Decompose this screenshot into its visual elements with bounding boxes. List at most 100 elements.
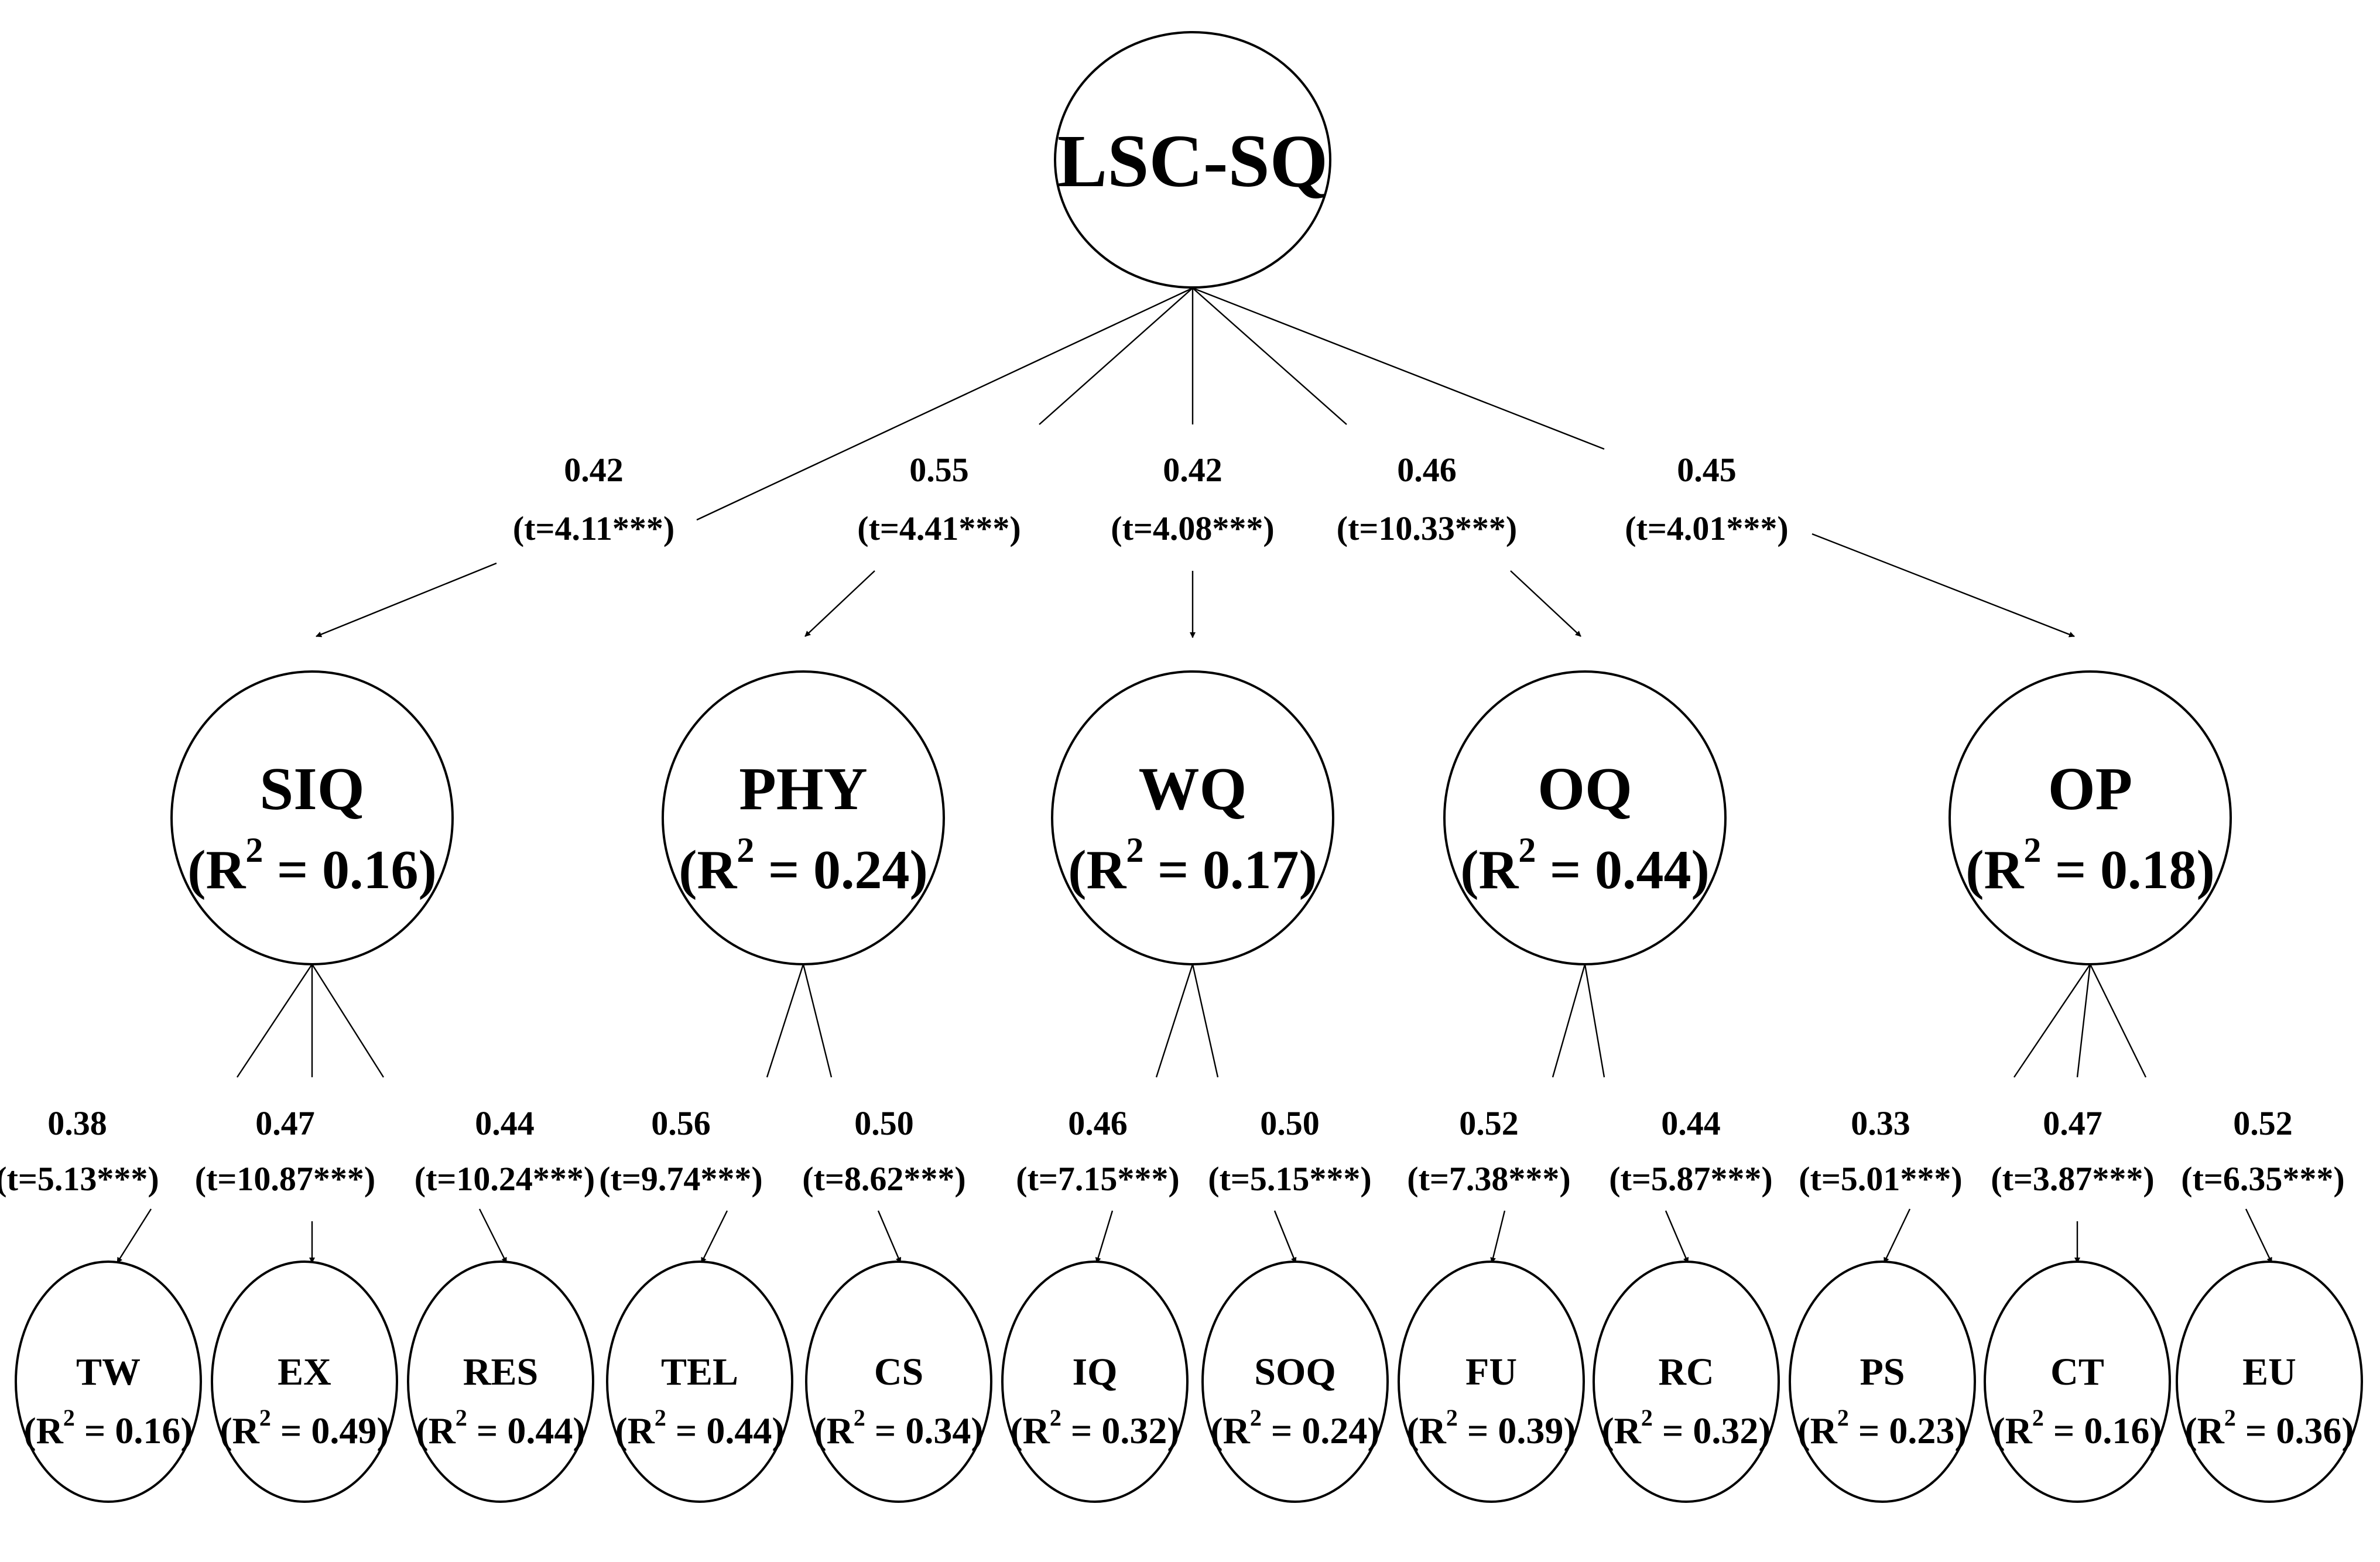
r-squared-value: 0.24 <box>813 840 910 900</box>
path-t-value-tw: (t=5.13***) <box>0 1160 159 1198</box>
indicator-label-ct: CT <box>2050 1351 2104 1393</box>
path-coefficient-tw: 0.38 <box>47 1104 107 1142</box>
construct-label-wq: WQ <box>1139 755 1247 823</box>
construct-label-phy: PHY <box>739 755 868 823</box>
path-coefficient-fu: 0.52 <box>1459 1104 1519 1142</box>
path-arrow-lsc-sq-phy <box>804 570 875 637</box>
path-coefficient-ps: 0.33 <box>1851 1104 1910 1142</box>
path-line-op-ct <box>2076 964 2091 1078</box>
path-arrow-siq-res <box>478 1208 508 1263</box>
r-squared-value: 0.18 <box>2100 840 2197 900</box>
path-arrow-siq-tw <box>116 1208 152 1263</box>
path-t-value-op: (t=4.01***) <box>1625 509 1789 547</box>
indicator-label-ps: PS <box>1860 1351 1905 1393</box>
path-t-value-oq: (t=10.33***) <box>1337 509 1518 547</box>
path-line-wq-soq <box>1191 964 1219 1078</box>
path-line-lsc-sq-oq <box>1192 287 1347 425</box>
path-line-lsc-sq-phy <box>1039 287 1193 425</box>
construct-node-wq <box>1051 670 1334 965</box>
path-coefficient-cs: 0.50 <box>854 1104 914 1142</box>
path-coefficient-phy: 0.55 <box>909 451 969 489</box>
path-t-value-wq: (t=4.08***) <box>1111 509 1275 547</box>
path-coefficient-iq: 0.46 <box>1068 1104 1128 1142</box>
path-coefficient-eu: 0.52 <box>2233 1104 2293 1142</box>
path-arrow-phy-tel <box>700 1210 728 1263</box>
path-t-value-ps: (t=5.01***) <box>1799 1160 1963 1198</box>
construct-label-op: OP <box>2048 755 2132 823</box>
path-coefficient-oq: 0.46 <box>1397 451 1457 489</box>
construct-node-op <box>1948 670 2232 965</box>
indicator-r-squared-res: (R2 = 0.44) <box>416 1405 585 1451</box>
r-squared-value: 0.23 <box>1889 1410 1954 1451</box>
indicator-r-squared-cs: (R2 = 0.34) <box>814 1405 983 1451</box>
indicator-r-squared-iq: (R2 = 0.32) <box>1010 1405 1179 1451</box>
path-arrow-oq-fu <box>1490 1210 1506 1263</box>
indicator-r-squared-rc: (R2 = 0.32) <box>1601 1405 1771 1451</box>
indicator-r-squared-eu: (R2 = 0.36) <box>2184 1405 2354 1451</box>
path-line-phy-tel <box>766 964 804 1078</box>
path-t-value-eu: (t=6.35***) <box>2181 1160 2345 1198</box>
construct-node-lsc-sq <box>1054 31 1331 289</box>
path-line-siq-tw <box>236 964 313 1078</box>
indicator-node-ps <box>1789 1260 1976 1503</box>
path-line-oq-rc <box>1584 964 1605 1078</box>
path-line-phy-cs <box>802 964 833 1078</box>
path-arrow-lsc-sq-op <box>1811 533 2075 638</box>
r-squared-value: 0.44 <box>507 1410 573 1451</box>
path-line-oq-fu <box>1552 964 1586 1078</box>
path-t-value-siq: (t=4.11***) <box>513 509 674 547</box>
indicator-r-squared-ps: (R2 = 0.23) <box>1797 1405 1967 1451</box>
r-squared-value: 0.39 <box>1498 1410 1563 1451</box>
indicator-r-squared-tw: (R2 = 0.16) <box>23 1405 193 1451</box>
path-coefficient-wq: 0.42 <box>1163 451 1222 489</box>
r-squared-value: 0.24 <box>1302 1410 1367 1451</box>
r-squared-value: 0.34 <box>905 1410 971 1451</box>
indicator-label-tw: TW <box>76 1351 141 1393</box>
path-t-value-ex: (t=10.87***) <box>195 1160 376 1198</box>
path-arrow-op-eu <box>2245 1208 2273 1263</box>
r-squared-value: 0.17 <box>1203 840 1299 900</box>
indicator-node-tel <box>606 1260 793 1503</box>
indicator-node-rc <box>1593 1260 1780 1503</box>
r-squared-value: 0.32 <box>1101 1410 1167 1451</box>
indicator-label-res: RES <box>463 1351 538 1393</box>
r-squared-value: 0.44 <box>1595 840 1691 900</box>
construct-r-squared-oq: (R2 = 0.44) <box>1460 831 1710 900</box>
path-coefficient-tel: 0.56 <box>651 1104 711 1142</box>
root-construct-label: LSC-SQ <box>1057 119 1328 203</box>
path-coefficient-ct: 0.47 <box>2043 1104 2102 1142</box>
indicator-node-cs <box>805 1260 992 1503</box>
path-t-value-res: (t=10.24***) <box>415 1160 595 1198</box>
construct-label-oq: OQ <box>1537 755 1632 823</box>
path-arrow-lsc-sq-siq <box>316 562 497 638</box>
construct-r-squared-op: (R2 = 0.18) <box>1965 831 2215 900</box>
path-arrow-phy-cs <box>877 1210 902 1263</box>
indicator-r-squared-tel: (R2 = 0.44) <box>615 1405 784 1451</box>
r-squared-value: 0.16 <box>2084 1410 2149 1451</box>
indicator-node-ct <box>1984 1260 2171 1503</box>
path-coefficient-rc: 0.44 <box>1661 1104 1721 1142</box>
indicator-label-eu: EU <box>2242 1351 2296 1393</box>
path-line-siq-res <box>311 964 385 1078</box>
indicator-node-eu <box>2176 1260 2363 1503</box>
indicator-r-squared-ex: (R2 = 0.49) <box>220 1405 389 1451</box>
indicator-label-soq: SOQ <box>1254 1351 1335 1393</box>
construct-r-squared-phy: (R2 = 0.24) <box>679 831 928 900</box>
path-arrow-wq-iq <box>1095 1210 1114 1263</box>
indicator-node-ex <box>211 1260 398 1503</box>
indicator-label-fu: FU <box>1465 1351 1517 1393</box>
r-squared-value: 0.49 <box>311 1410 376 1451</box>
path-arrow-wq-soq <box>1273 1210 1297 1263</box>
path-line-lsc-sq-siq <box>696 287 1193 521</box>
path-arrow-oq-rc <box>1665 1210 1689 1263</box>
path-t-value-fu: (t=7.38***) <box>1407 1160 1571 1198</box>
path-line-op-eu <box>2089 964 2147 1078</box>
path-line-op-ps <box>2013 964 2091 1078</box>
path-t-value-soq: (t=5.15***) <box>1208 1160 1372 1198</box>
indicator-label-iq: IQ <box>1072 1351 1117 1393</box>
r-squared-value: 0.16 <box>115 1410 180 1451</box>
path-t-value-phy: (t=4.41***) <box>857 509 1021 547</box>
construct-r-squared-wq: (R2 = 0.17) <box>1068 831 1317 900</box>
path-t-value-ct: (t=3.87***) <box>1991 1160 2155 1198</box>
path-arrow-op-ps <box>1883 1208 1911 1263</box>
